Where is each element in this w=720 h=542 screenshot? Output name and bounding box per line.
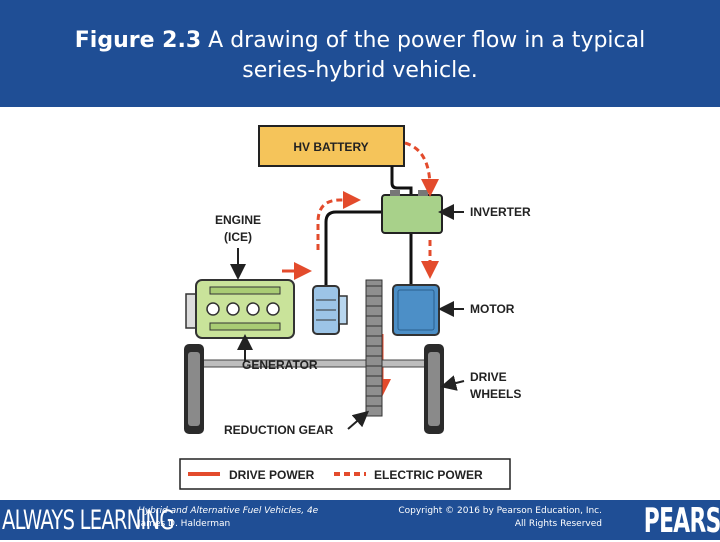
- figure-label: Figure 2.3: [74, 28, 202, 53]
- legend: DRIVE POWER ELECTRIC POWER: [179, 458, 511, 490]
- book-author: James D. Halderman: [138, 519, 231, 529]
- generator-label: GENERATOR: [242, 358, 318, 372]
- engine-label: ENGINE: [215, 213, 261, 227]
- battery-to-inverter-flow: [404, 141, 439, 197]
- always-learning-logo: ALWAYS LEARNING: [2, 505, 174, 536]
- hv-battery: HV BATTERY: [258, 125, 405, 167]
- generator-cable: [324, 210, 382, 286]
- slide-header: Figure 2.3 A drawing of the power flow i…: [0, 0, 720, 107]
- wheels-pointer: [440, 375, 465, 391]
- diagram-svg: HV BATTERY: [179, 125, 531, 490]
- reduction-gear: [365, 279, 383, 417]
- engine-sublabel: (ICE): [224, 230, 252, 244]
- copyright-line-2: All Rights Reserved: [514, 519, 602, 529]
- book-info: Hybrid and Alternative Fuel Vehicles, 4e…: [138, 505, 318, 531]
- legend-electric-power: ELECTRIC POWER: [374, 468, 483, 482]
- left-wheel: [184, 344, 204, 434]
- engine: [185, 279, 295, 339]
- caption-line-2: series-hybrid vehicle.: [242, 58, 478, 83]
- pearson-logo: PEARSON: [643, 501, 720, 541]
- inverter-label: INVERTER: [470, 205, 531, 219]
- reduction-gear-pointer: [347, 410, 370, 430]
- reduction-gear-label: REDUCTION GEAR: [224, 423, 334, 437]
- right-wheel: [424, 344, 444, 434]
- motor: [392, 284, 440, 336]
- generator: [312, 285, 348, 335]
- caption-text-1: A drawing of the power flow in a typical: [208, 28, 646, 53]
- drive-wheels-sublabel: WHEELS: [470, 387, 521, 401]
- hybrid-power-flow-diagram: HV BATTERY: [0, 107, 720, 500]
- legend-drive-power: DRIVE POWER: [229, 468, 315, 482]
- copyright: Copyright © 2016 by Pearson Education, I…: [398, 505, 602, 531]
- drive-wheels-label: DRIVE: [470, 370, 507, 384]
- caption-line-1: Figure 2.3 A drawing of the power flow i…: [0, 27, 720, 55]
- slide-footer: ALWAYS LEARNING Hybrid and Alternative F…: [0, 500, 720, 541]
- battery-cable: [390, 166, 413, 196]
- copyright-line-1: Copyright © 2016 by Pearson Education, I…: [398, 506, 602, 516]
- book-title: Hybrid and Alternative Fuel Vehicles, 4e: [138, 506, 319, 516]
- inverter: [381, 190, 443, 234]
- hv-battery-label: HV BATTERY: [293, 140, 368, 154]
- motor-label: MOTOR: [470, 302, 515, 316]
- generator-to-inverter-flow: [316, 191, 361, 250]
